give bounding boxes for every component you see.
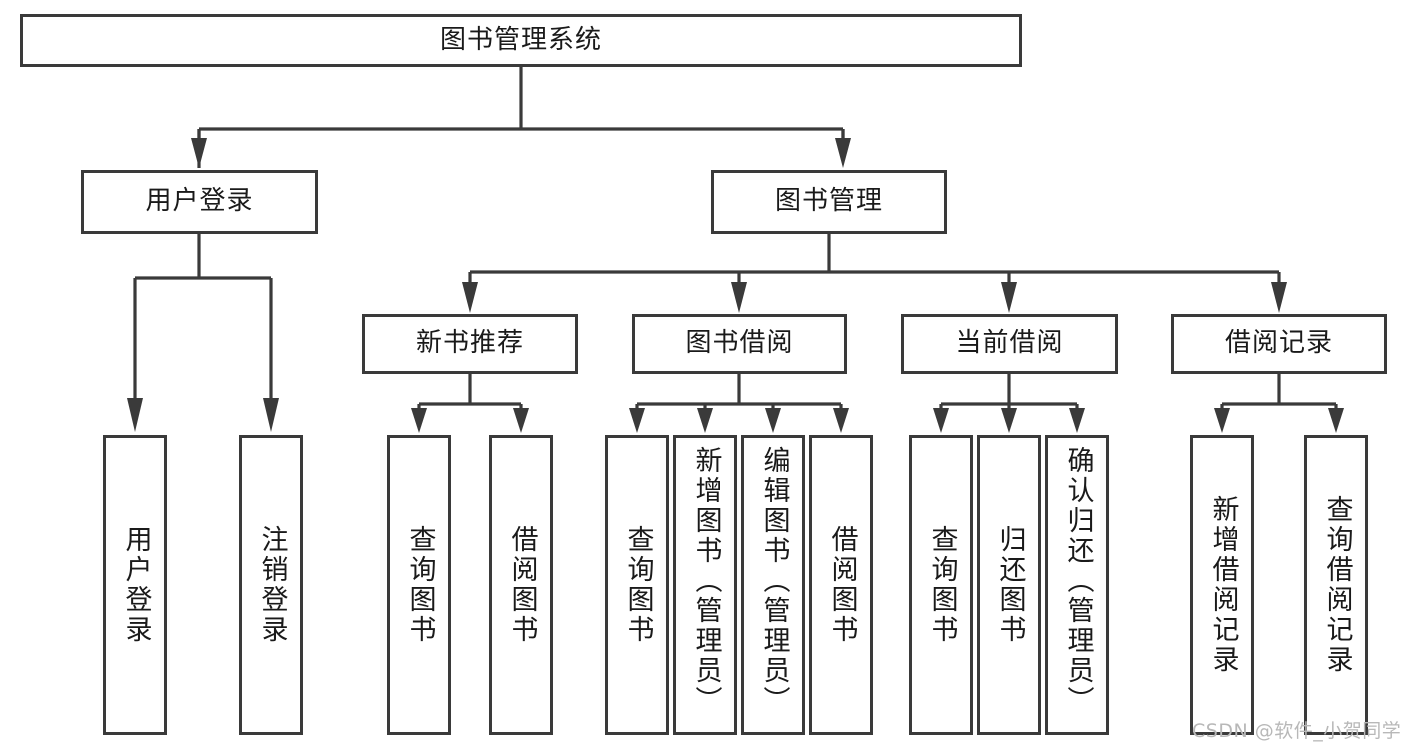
node-label: 归还图书 (994, 525, 1026, 645)
node-root-book-management-system[interactable]: 图书管理系统 (20, 14, 1022, 67)
node-label: 图书借阅 (685, 328, 794, 359)
node-label: 借阅图书 (506, 525, 538, 645)
node-label: 查询图书 (404, 525, 436, 645)
node-leaf-confirm-return-admin[interactable]: 确认归还（管理员） (1045, 435, 1109, 735)
node-label: 新增图书（管理员） (690, 446, 722, 716)
node-current-borrow[interactable]: 当前借阅 (901, 314, 1118, 374)
node-label: 查询图书 (622, 525, 654, 645)
node-label: 借阅记录 (1224, 328, 1333, 359)
node-leaf-return-book[interactable]: 归还图书 (977, 435, 1041, 735)
node-leaf-add-borrow-record[interactable]: 新增借阅记录 (1190, 435, 1254, 735)
node-label: 查询图书 (926, 525, 958, 645)
node-borrow-record[interactable]: 借阅记录 (1171, 314, 1387, 374)
node-label: 注销登录 (256, 525, 288, 645)
node-label: 图书管理 (774, 186, 883, 217)
node-label: 新增借阅记录 (1207, 495, 1239, 675)
node-leaf-logout[interactable]: 注销登录 (239, 435, 303, 735)
node-leaf-borrow-book[interactable]: 借阅图书 (809, 435, 873, 735)
node-label: 新书推荐 (415, 328, 524, 359)
node-label: 当前借阅 (955, 328, 1064, 359)
node-leaf-query-book-current[interactable]: 查询图书 (909, 435, 973, 735)
node-label: 用户登录 (145, 186, 254, 217)
node-leaf-query-book-recommend[interactable]: 查询图书 (387, 435, 451, 735)
node-label: 查询借阅记录 (1321, 495, 1353, 675)
node-leaf-query-book-borrow[interactable]: 查询图书 (605, 435, 669, 735)
node-leaf-borrow-book-recommend[interactable]: 借阅图书 (489, 435, 553, 735)
node-leaf-user-login[interactable]: 用户登录 (103, 435, 167, 735)
node-label: 借阅图书 (826, 525, 858, 645)
node-label: 编辑图书（管理员） (758, 446, 790, 716)
node-user-login[interactable]: 用户登录 (81, 170, 318, 234)
node-book-borrow[interactable]: 图书借阅 (632, 314, 847, 374)
node-leaf-query-borrow-record[interactable]: 查询借阅记录 (1304, 435, 1368, 735)
node-label: 图书管理系统 (439, 24, 602, 55)
node-leaf-add-book-admin[interactable]: 新增图书（管理员） (673, 435, 737, 735)
node-leaf-edit-book-admin[interactable]: 编辑图书（管理员） (741, 435, 805, 735)
node-new-book-recommend[interactable]: 新书推荐 (362, 314, 578, 374)
node-label: 确认归还（管理员） (1062, 446, 1094, 716)
node-book-management[interactable]: 图书管理 (711, 170, 947, 234)
node-label: 用户登录 (120, 525, 152, 645)
